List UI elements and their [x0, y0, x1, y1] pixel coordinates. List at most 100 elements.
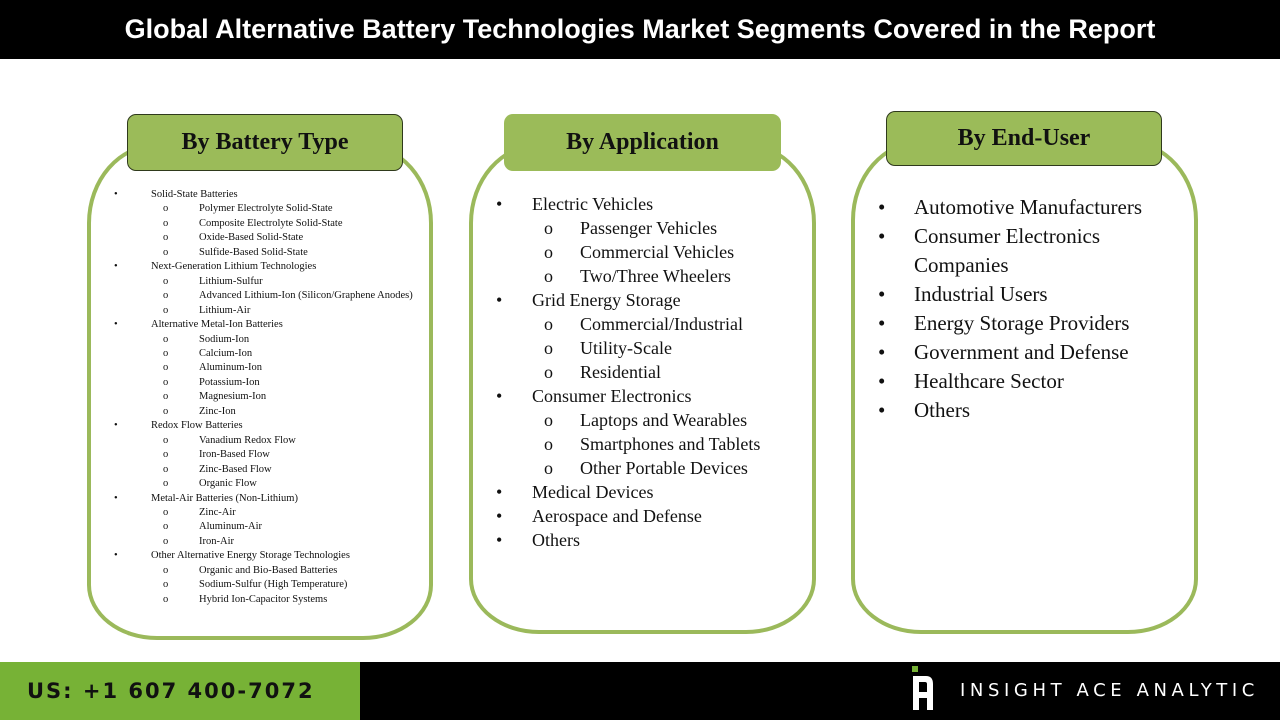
sub-list-item-label: Aluminum-Ion: [199, 362, 262, 374]
list-item-label: Alternative Metal-Ion Batteries: [151, 319, 283, 331]
list-item: •Government and Defense: [878, 338, 1178, 367]
list-item-label: Redox Flow Batteries: [151, 420, 243, 432]
sub-list-item: o Sodium-Ion: [114, 333, 424, 347]
panel-battery-type: [87, 143, 433, 640]
sub-list-item-label: Vanadium Redox Flow: [199, 434, 296, 446]
sub-list-item-label: Sodium-Ion: [199, 333, 250, 345]
list-item: •Next-Generation Lithium Technologies: [114, 260, 424, 274]
heading-end-user: By End-User: [886, 111, 1162, 166]
sub-list-item: o Laptops and Wearables: [496, 408, 806, 432]
circle-bullet-icon: o: [544, 314, 553, 334]
insight-ace-logo-icon: [912, 666, 933, 710]
circle-bullet-icon: o: [163, 579, 169, 591]
list-item-label: Energy Storage Providers: [914, 311, 1130, 335]
circle-bullet-icon: o: [163, 449, 169, 461]
bullet-icon: •: [878, 369, 886, 393]
contact-phone: US: +1 607 400-7072: [0, 662, 360, 720]
panel-application: [469, 143, 816, 634]
sub-list-item-label: Commercial Vehicles: [580, 242, 735, 262]
sub-list-item-label: Sodium-Sulfur (High Temperature): [199, 579, 348, 591]
list-item-label: Metal-Air Batteries (Non-Lithium): [151, 492, 298, 504]
circle-bullet-icon: o: [163, 304, 169, 316]
circle-bullet-icon: o: [163, 217, 169, 229]
list-item-label: Others: [532, 530, 580, 550]
list-item: • Aerospace and Defense: [496, 504, 806, 528]
sub-list-item-label: Lithium-Air: [199, 304, 251, 316]
list-item-label: Others: [914, 398, 970, 422]
list-item-label: Industrial Users: [914, 282, 1048, 306]
sub-list-item-label: Composite Electrolyte Solid-State: [199, 217, 343, 229]
circle-bullet-icon: o: [163, 376, 169, 388]
bullet-icon: •: [878, 195, 886, 219]
circle-bullet-icon: o: [163, 535, 169, 547]
list-item-label: Automotive Manufacturers: [914, 195, 1143, 219]
list-item-label: Solid-State Batteries: [151, 189, 238, 200]
sub-list-item-label: Organic and Bio-Based Batteries: [199, 564, 338, 576]
sub-list-item: o Commercial/Industrial: [496, 312, 806, 336]
list-item: • Metal-Air Batteries (Non-Lithium): [114, 492, 424, 506]
circle-bullet-icon: o: [544, 338, 553, 358]
sub-list-item: o Iron-Air: [114, 535, 424, 549]
bullet-icon: •: [878, 340, 886, 364]
bullet-icon: •: [496, 194, 503, 214]
circle-bullet-icon: o: [544, 218, 553, 238]
circle-bullet-icon: o: [163, 405, 169, 417]
sub-list-item-label: Iron-Air: [199, 535, 234, 547]
circle-bullet-icon: o: [163, 434, 169, 446]
list-item-label: Aerospace and Defense: [532, 506, 702, 526]
circle-bullet-icon: o: [163, 521, 169, 533]
sub-list-item-label: Residential: [580, 362, 661, 382]
circle-bullet-icon: o: [544, 266, 553, 286]
brand-name: INSIGHT ACE ANALYTIC: [960, 680, 1259, 701]
sub-list-item-label: Utility-Scale: [580, 338, 672, 358]
sub-list-item-label: Polymer Electrolyte Solid-State: [199, 203, 333, 215]
circle-bullet-icon: o: [544, 362, 553, 382]
bullet-icon: •: [878, 224, 886, 248]
bullet-icon: •: [878, 398, 886, 422]
heading-battery-type: By Battery Type: [127, 114, 403, 171]
bullet-icon: •: [114, 420, 118, 432]
sub-list-item-label: Commercial/Industrial: [580, 314, 743, 334]
bullet-icon: •: [496, 506, 503, 526]
list-item-label: Other Alternative Energy Storage Technol…: [151, 550, 350, 562]
sub-list-item-label: Iron-Based Flow: [199, 449, 270, 461]
bullet-icon: •: [878, 311, 886, 335]
circle-bullet-icon: o: [163, 362, 169, 374]
circle-bullet-icon: o: [163, 333, 169, 345]
list-item-label: Grid Energy Storage: [532, 290, 681, 310]
bullet-icon: •: [878, 282, 886, 306]
footer-bar: [360, 662, 1280, 720]
circle-bullet-icon: o: [163, 593, 169, 605]
list-item: •Grid Energy Storage: [496, 288, 806, 312]
sub-list-item: o Residential: [496, 360, 806, 384]
circle-bullet-icon: o: [163, 506, 169, 518]
sub-list-item-label: Advanced Lithium-Ion (Silicon/Graphene A…: [199, 290, 413, 302]
heading-application: By Application: [504, 114, 781, 171]
bullet-icon: •: [496, 386, 503, 406]
sub-list-item: o Vanadium Redox Flow: [114, 434, 424, 448]
list-item-label: Healthcare Sector: [914, 369, 1064, 393]
sub-list-item: o Utility-Scale: [496, 336, 806, 360]
sub-list-item-label: Two/Three Wheelers: [580, 266, 731, 286]
sub-list-item-label: Laptops and Wearables: [580, 410, 748, 430]
sub-list-item-label: Lithium-Sulfur: [199, 275, 263, 287]
list-item: •Alternative Metal-Ion Batteries: [114, 318, 424, 332]
sub-list-item-label: Oxide-Based Solid-State: [199, 232, 304, 244]
circle-bullet-icon: o: [163, 463, 169, 475]
sub-list-item-label: Calcium-Ion: [199, 347, 253, 359]
bullet-icon: •: [114, 492, 118, 504]
circle-bullet-icon: o: [544, 410, 553, 430]
